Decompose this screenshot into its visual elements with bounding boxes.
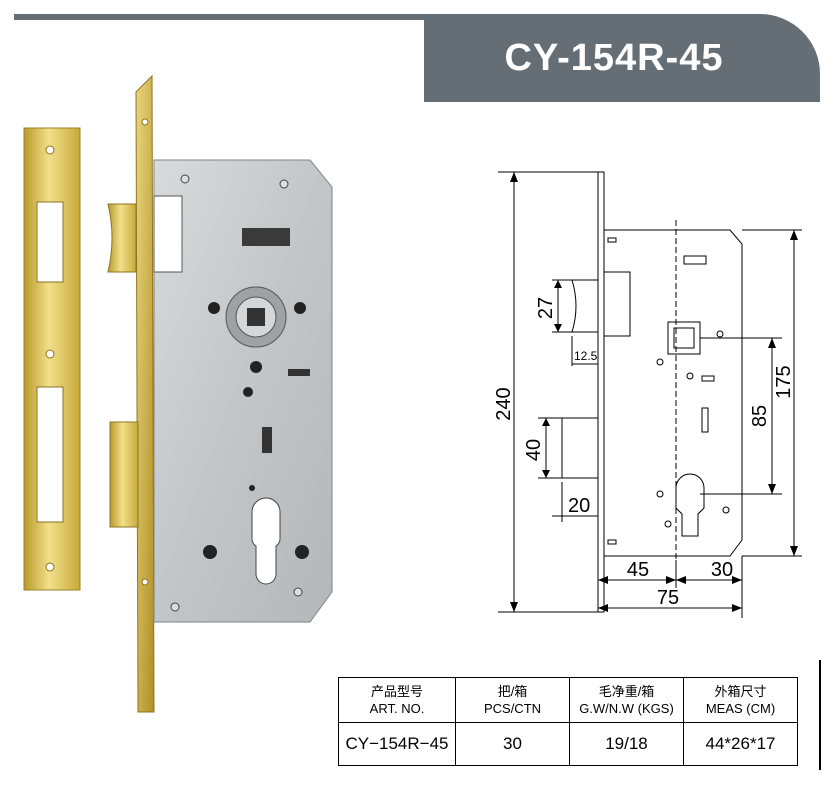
model-title: CY-154R-45	[504, 36, 724, 79]
header-meas: 外箱尺寸 MEAS (CM)	[683, 677, 798, 723]
header-art-no: 产品型号 ART. NO.	[338, 677, 456, 723]
header-weight: 毛净重/箱 G.W/N.W (KGS)	[569, 677, 684, 723]
dim-deadbolt-height: 40	[523, 439, 545, 461]
strike-plate	[23, 127, 81, 591]
spec-header-row: 产品型号 ART. NO. 把/箱 PCS/CTN 毛净重/箱 G.W/N.W …	[338, 677, 798, 723]
dim-overall-height: 240	[493, 387, 515, 420]
title-banner: CY-154R-45	[424, 14, 820, 102]
product-photo	[23, 74, 333, 713]
faceplate	[135, 74, 155, 713]
right-rule	[819, 660, 821, 770]
dim-deadbolt-throw: 20	[568, 495, 590, 517]
cell-meas: 44*26*17	[683, 722, 798, 766]
cell-pcs-ctn: 30	[455, 722, 570, 766]
dim-front-to-cylinder: 30	[711, 559, 733, 581]
header-rule	[14, 14, 424, 20]
dim-center-distance: 85	[749, 405, 771, 427]
dim-latch-height: 27	[535, 297, 557, 319]
cell-weight: 19/18	[569, 722, 684, 766]
dim-case-height: 175	[773, 365, 795, 398]
deadbolt	[109, 421, 139, 528]
lock-case	[153, 159, 333, 623]
cell-art-no: CY−154R−45	[338, 722, 456, 766]
dimension-drawing: 240 27 12.5 40 20 85 175 45 30 75	[493, 171, 802, 618]
header-pcs-ctn: 把/箱 PCS/CTN	[455, 677, 570, 723]
spec-table: 产品型号 ART. NO. 把/箱 PCS/CTN 毛净重/箱 G.W/N.W …	[338, 677, 798, 766]
table-row: CY−154R−45 30 19/18 44*26*17	[338, 722, 798, 766]
latch-bolt	[107, 203, 137, 273]
dim-backset: 45	[627, 559, 649, 581]
dim-case-depth: 75	[657, 587, 679, 609]
dim-latch-throw: 12.5	[574, 349, 598, 363]
